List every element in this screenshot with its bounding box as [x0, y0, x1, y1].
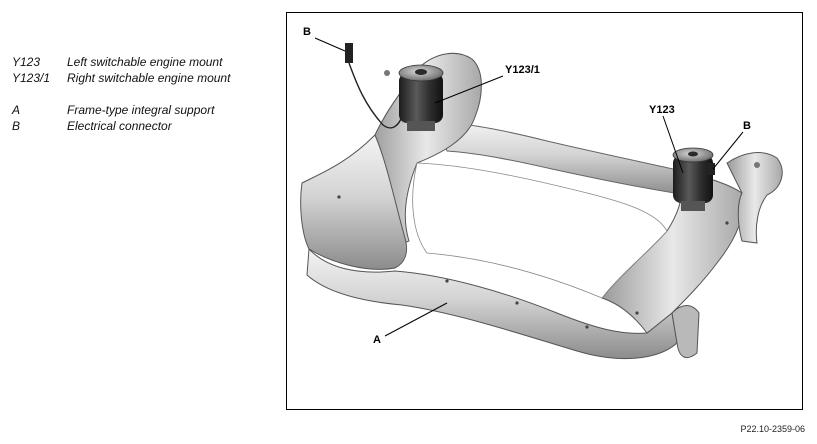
leader-y123-1: [434, 75, 504, 104]
legend-code: Y123/1: [12, 71, 51, 85]
legend-spacer: [12, 86, 230, 102]
legend-item-b: B Electrical connector: [12, 118, 230, 134]
legend: Y123 Left switchable engine mount Y123/1…: [12, 54, 230, 134]
right-rear-bracket: [726, 152, 783, 244]
legend-item-y123-1: Y123/1 Right switchable engine mount: [12, 70, 230, 86]
subframe-illustration: B Y123/1 Y123 B A: [300, 26, 783, 359]
callout-y123-1: Y123/1: [505, 64, 540, 76]
electrical-connector-top: [345, 43, 402, 129]
legend-description: Electrical connector: [67, 119, 172, 133]
figure-frame: B Y123/1 Y123 B A: [286, 12, 803, 410]
legend-code: Y123: [12, 55, 41, 69]
leader-b-top: [314, 37, 346, 52]
left-front-leg: [300, 134, 408, 270]
electrical-connector-right: [705, 163, 715, 175]
legend-item-a: A Frame-type integral support: [12, 102, 230, 118]
callout-a: A: [373, 334, 381, 346]
leader-b-right: [712, 131, 744, 170]
callout-y123: Y123: [649, 104, 675, 116]
legend-item-y123: Y123 Left switchable engine mount: [12, 54, 230, 70]
callout-b-right: B: [743, 120, 751, 132]
legend-code: B: [12, 119, 21, 133]
figure-code: P22.10-2359-06: [740, 424, 805, 434]
right-engine-mount: [398, 64, 444, 131]
leader-a: [384, 302, 448, 337]
rivet-holes: [337, 70, 760, 329]
left-engine-mount: [672, 147, 714, 211]
leader-y123: [662, 115, 684, 174]
right-front-bracket: [671, 305, 700, 359]
legend-code: A: [12, 103, 21, 117]
inner-opening: [412, 162, 668, 299]
callout-b-top: B: [303, 26, 311, 38]
legend-description: Frame-type integral support: [67, 103, 215, 117]
legend-description: Right switchable engine mount: [67, 71, 231, 85]
legend-description: Left switchable engine mount: [67, 55, 223, 69]
